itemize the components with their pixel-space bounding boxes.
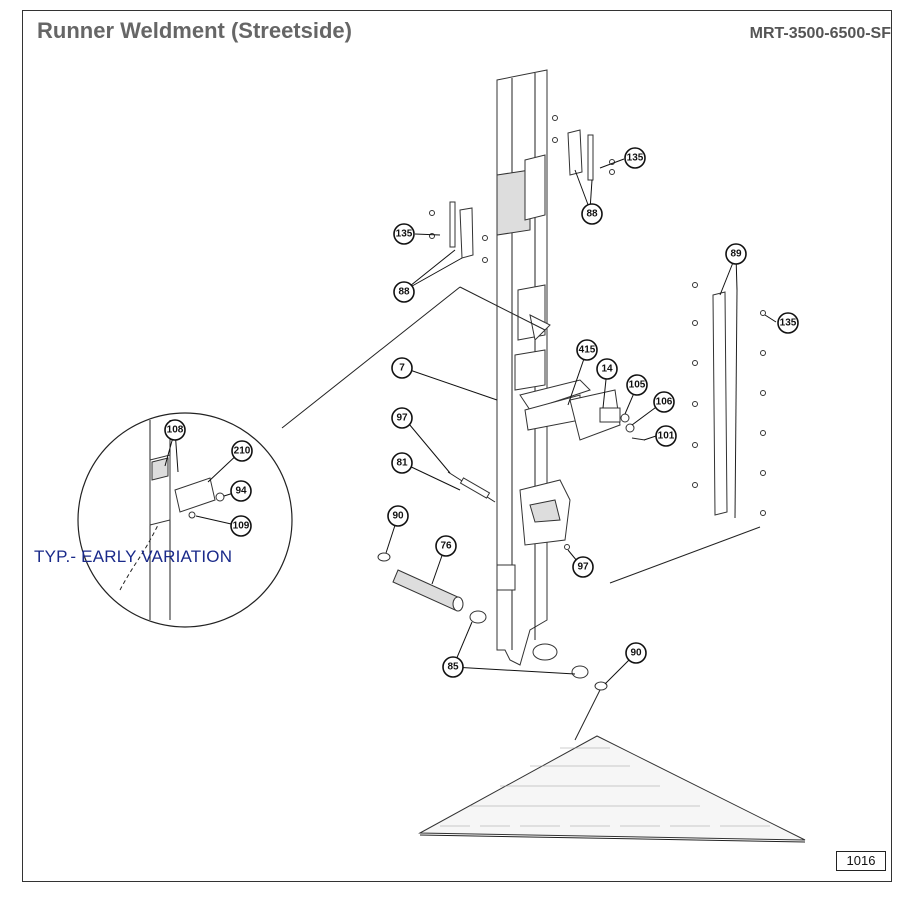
svg-text:415: 415 — [579, 345, 596, 356]
svg-text:210: 210 — [234, 446, 251, 457]
svg-text:14: 14 — [601, 364, 613, 375]
svg-text:7: 7 — [399, 363, 405, 374]
callout-90-right: 90 — [625, 642, 647, 664]
svg-text:108: 108 — [167, 425, 184, 436]
svg-text:88: 88 — [398, 287, 410, 298]
drawing-frame — [22, 10, 892, 882]
callout-135-top-right: 135 — [624, 147, 646, 169]
callouts: 135 88 135 88 89 135 415 14 105 106 101 … — [164, 147, 799, 678]
callout-415: 415 — [576, 339, 598, 361]
diamond-plate-floor — [418, 735, 806, 843]
svg-text:88: 88 — [586, 209, 598, 220]
detail-view — [77, 286, 546, 628]
page-number: 1016 — [836, 851, 886, 871]
svg-text:90: 90 — [630, 648, 642, 659]
svg-text:97: 97 — [577, 562, 589, 573]
callout-90-left: 90 — [387, 505, 409, 527]
svg-text:106: 106 — [656, 397, 673, 408]
callout-88-top-left: 88 — [393, 281, 415, 303]
callout-109: 109 — [230, 515, 252, 537]
detail-note: TYP.- EARLY VARIATION — [34, 547, 233, 566]
callout-97-right: 97 — [572, 556, 594, 578]
runner-column — [496, 69, 571, 666]
callout-7: 7 — [391, 357, 413, 379]
pin-assembly — [447, 471, 570, 550]
callout-94: 94 — [230, 480, 252, 502]
callout-88-top-right: 88 — [581, 203, 603, 225]
callout-210: 210 — [231, 440, 253, 462]
svg-text:90: 90 — [392, 511, 404, 522]
pin-holder — [519, 379, 646, 441]
callout-108: 108 — [164, 419, 186, 441]
wear-strip — [692, 282, 766, 519]
svg-text:81: 81 — [396, 458, 408, 469]
callout-81: 81 — [391, 452, 413, 474]
callout-85: 85 — [442, 656, 464, 678]
callout-106: 106 — [653, 391, 675, 413]
svg-text:135: 135 — [396, 229, 413, 240]
svg-text:76: 76 — [440, 541, 452, 552]
top-bracket-left — [429, 201, 488, 263]
callout-14: 14 — [596, 358, 618, 380]
axle-assembly — [377, 552, 608, 691]
callout-97-left: 97 — [391, 407, 413, 429]
svg-text:105: 105 — [629, 380, 646, 391]
page-title: Runner Weldment (Streetside) — [37, 18, 352, 43]
model-code: MRT-3500-6500-SF — [749, 25, 891, 42]
svg-text:94: 94 — [235, 486, 247, 497]
svg-text:135: 135 — [627, 153, 644, 164]
callout-105: 105 — [626, 374, 648, 396]
svg-text:135: 135 — [780, 318, 797, 329]
callout-135-top-left: 135 — [393, 223, 415, 245]
callout-135-right: 135 — [777, 312, 799, 334]
svg-text:85: 85 — [447, 662, 459, 673]
callout-89: 89 — [725, 243, 747, 265]
top-bracket-right — [552, 115, 615, 181]
svg-text:109: 109 — [233, 521, 250, 532]
callout-76: 76 — [435, 535, 457, 557]
svg-text:97: 97 — [396, 413, 408, 424]
callout-101: 101 — [655, 425, 677, 447]
svg-text:89: 89 — [730, 249, 742, 260]
svg-text:101: 101 — [658, 431, 675, 442]
